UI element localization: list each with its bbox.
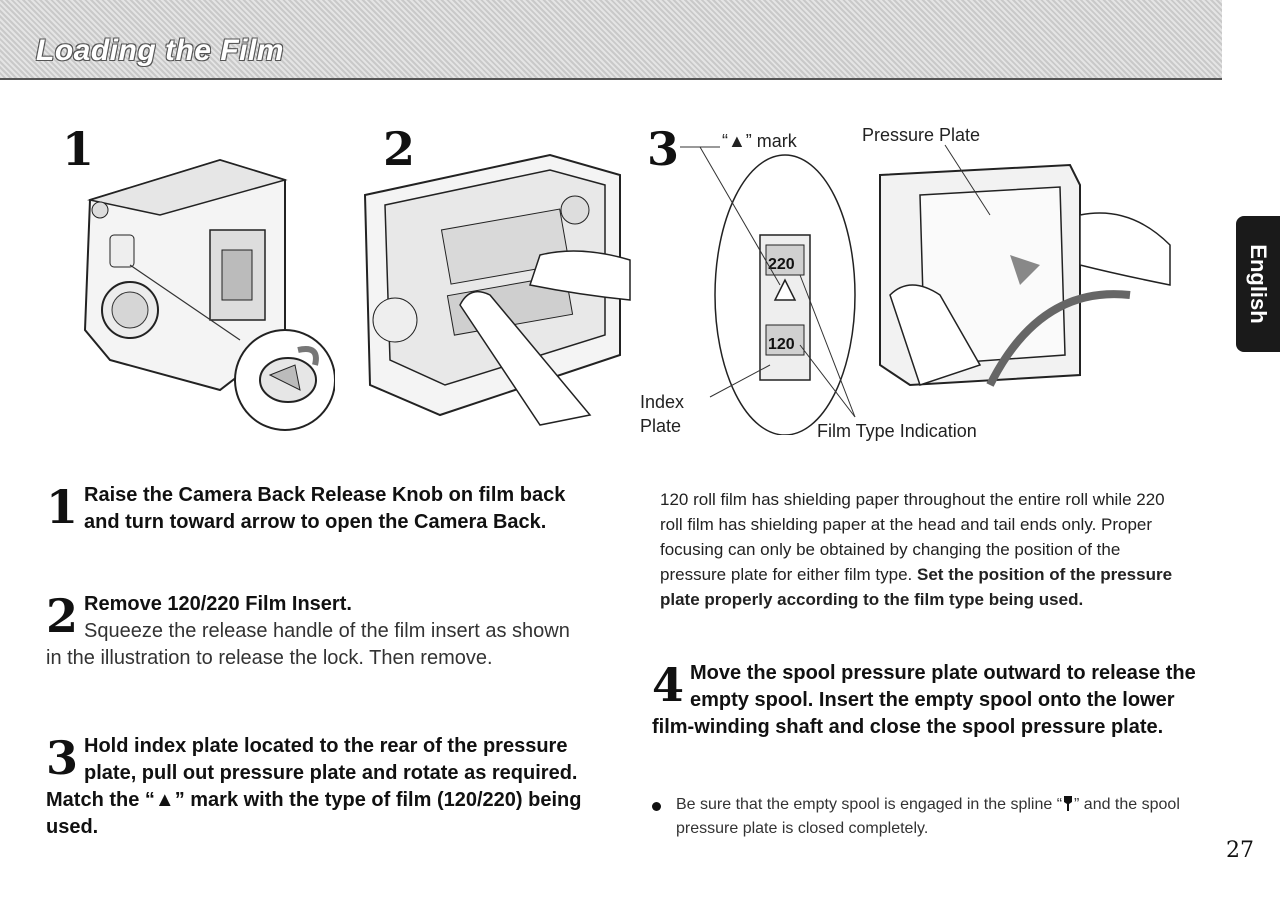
spline-bullet-text: Be sure that the empty spool is engaged …	[676, 796, 1063, 813]
step-4-heading: Move the spool pressure plate outward to…	[652, 662, 1196, 738]
language-tab: English	[1236, 216, 1280, 352]
callout-film-type-indication: Film Type Indication	[817, 421, 977, 441]
step-4-number: 4	[652, 658, 685, 712]
figure-2-number: 2	[383, 122, 416, 176]
callout-pressure-plate: Pressure Plate	[862, 125, 981, 145]
step-3: 3 Hold index plate located to the rear o…	[46, 733, 591, 841]
bullet-dot	[652, 802, 661, 811]
figure-3-pressure-plate: 220 120	[680, 144, 1171, 435]
step-2-number: 2	[46, 589, 79, 643]
step-3-heading: Hold index plate located to the rear of …	[46, 735, 582, 838]
label-120: 120	[768, 336, 795, 353]
step-2-body: Squeeze the release handle of the film i…	[46, 620, 570, 669]
figure-1-number: 1	[62, 122, 95, 176]
page-title: Loading the Film	[36, 34, 284, 67]
film-type-note: 120 roll film has shielding paper throug…	[660, 487, 1185, 612]
step-1-number: 1	[46, 480, 79, 534]
step-3-number: 3	[46, 731, 79, 785]
callout-index-plate-line1: Index	[640, 392, 685, 412]
figure-2-film-insert	[363, 153, 631, 426]
step-2-heading: Remove 120/220 Film Insert.	[84, 593, 352, 615]
step-4: 4 Move the spool pressure plate outward …	[652, 660, 1197, 741]
spline-bullet: Be sure that the empty spool is engaged …	[652, 793, 1222, 841]
language-tab-label: English	[1246, 244, 1271, 324]
callout-mark: “▲” mark	[722, 131, 797, 151]
step-2: 2 Remove 120/220 Film Insert. Squeeze th…	[46, 591, 586, 672]
label-220: 220	[768, 256, 795, 273]
spline-bullet-text-end: ” and the spool pressure plate is closed…	[676, 796, 1180, 837]
step-1-heading: Raise the Camera Back Release Knob on fi…	[84, 484, 566, 533]
page-header-band: Loading the Film	[0, 0, 1222, 80]
film-type-note-text: 120 roll film has shielding paper throug…	[660, 490, 1165, 584]
figure-1-camera-back	[83, 158, 335, 431]
page-number: 27	[1226, 838, 1254, 863]
step-1: 1 Raise the Camera Back Release Knob on …	[46, 482, 591, 536]
spline-icon	[1064, 796, 1073, 811]
figure-3-number: 3	[647, 122, 680, 176]
callout-index-plate-line2: Plate	[640, 416, 682, 436]
film-type-note-bold: Set the position of the pressure plate p…	[660, 565, 1173, 609]
